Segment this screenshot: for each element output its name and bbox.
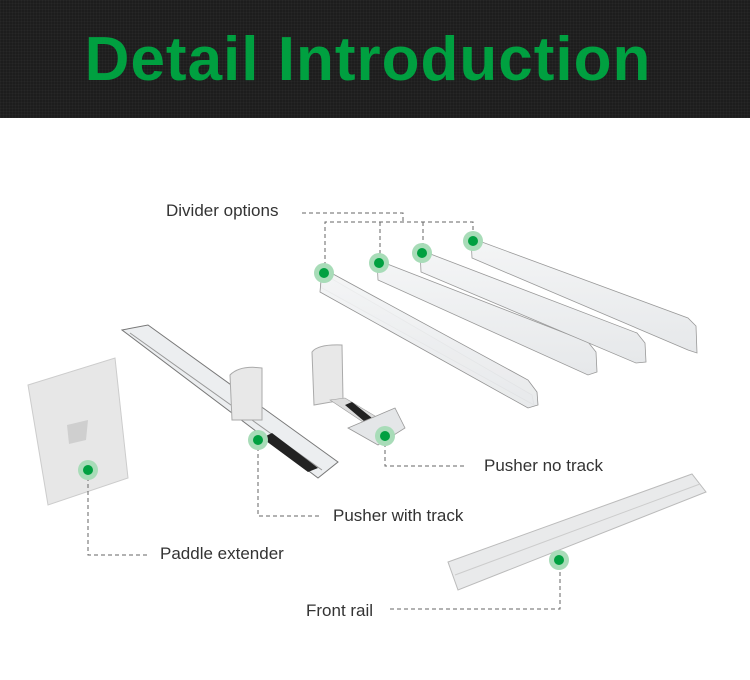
marker-divider-3 — [412, 243, 432, 263]
marker-pusher-with-track — [248, 430, 268, 450]
divider-3 — [419, 249, 647, 364]
marker-dots — [78, 231, 569, 570]
label-divider-options: Divider options — [166, 201, 279, 220]
page-title: Detail Introduction — [84, 25, 652, 94]
divider-4 — [470, 237, 698, 354]
pusher-no-track — [311, 344, 406, 446]
marker-paddle-extender — [78, 460, 98, 480]
header-banner: Detail Introduction — [0, 0, 750, 118]
paddle-extender — [27, 357, 129, 506]
marker-front-rail — [549, 550, 569, 570]
marker-divider-4 — [463, 231, 483, 251]
label-paddle-extender: Paddle extender — [160, 544, 284, 563]
label-front-rail: Front rail — [306, 601, 374, 620]
marker-divider-2 — [369, 253, 389, 273]
pusher-with-track — [120, 324, 339, 479]
marker-divider-1 — [314, 263, 334, 283]
label-pusher-no-track: Pusher no track — [484, 456, 604, 475]
divider-1 — [319, 267, 539, 409]
marker-pusher-no-track — [375, 426, 395, 446]
front-rail — [447, 473, 707, 591]
label-pusher-with-track: Pusher with track — [333, 506, 464, 525]
